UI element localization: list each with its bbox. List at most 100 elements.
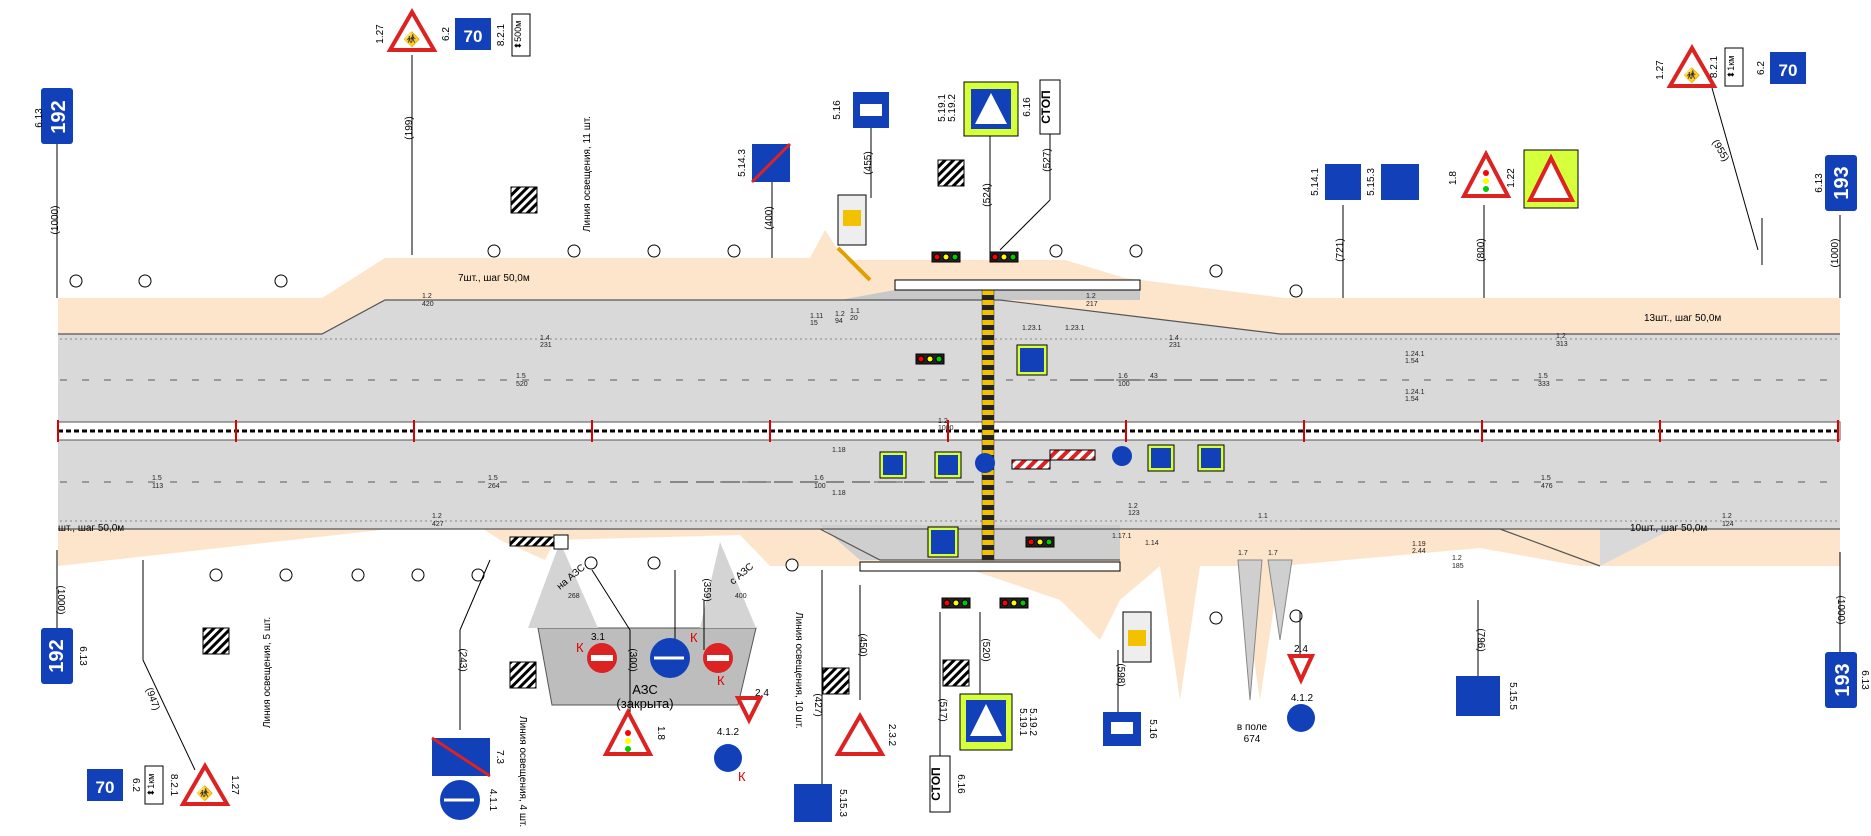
svg-text:6.13: 6.13 <box>1859 670 1870 690</box>
children-warning-sign-bottom-left: 🚸 1.27 <box>179 762 240 806</box>
svg-text:1.5: 1.5 <box>488 475 498 482</box>
svg-text:(300): (300) <box>627 648 638 671</box>
svg-text:1.1: 1.1 <box>850 308 860 315</box>
svg-text:1.23.1: 1.23.1 <box>1065 325 1085 332</box>
speed-70-sign-top-right: 70 6.2 <box>1756 52 1806 84</box>
svg-text:СТОП: СТОП <box>929 767 943 800</box>
svg-text:(450): (450) <box>857 633 868 656</box>
svg-text:(400): (400) <box>764 206 775 229</box>
svg-text:6.13: 6.13 <box>1814 173 1825 193</box>
svg-text:100: 100 <box>1118 381 1130 388</box>
svg-text:(800): (800) <box>1476 238 1487 261</box>
svg-text:1.27: 1.27 <box>1655 60 1666 80</box>
svg-text:476: 476 <box>1541 483 1553 490</box>
svg-text:5.19.2: 5.19.2 <box>947 94 958 122</box>
no-entry-sign-31-left: 3.1 К <box>576 632 617 673</box>
svg-text:(199): (199) <box>404 116 415 139</box>
svg-text:13шт., шаг 50,0м: 13шт., шаг 50,0м <box>1644 313 1721 324</box>
no-fuel-sign-73: 7.3 <box>431 736 505 778</box>
svg-text:193: 193 <box>1831 166 1853 199</box>
lighting-poles <box>69 244 1303 625</box>
svg-text:1.5: 1.5 <box>516 373 526 380</box>
svg-text:(796): (796) <box>1475 628 1486 651</box>
svg-text:1.2: 1.2 <box>1556 333 1566 340</box>
svg-text:1.27: 1.27 <box>229 775 240 795</box>
svg-text:5.16: 5.16 <box>832 100 843 120</box>
svg-text:1.2: 1.2 <box>1128 503 1138 510</box>
svg-text:1.24.1: 1.24.1 <box>1405 351 1425 358</box>
svg-text:100: 100 <box>814 483 826 490</box>
svg-text:1.1: 1.1 <box>1258 513 1268 520</box>
svg-text:6.16: 6.16 <box>1022 97 1033 117</box>
bus-shelter-top <box>836 194 872 282</box>
svg-text:1.2: 1.2 <box>1452 555 1462 562</box>
km-sign-192-top: 192 6.13 <box>34 88 73 144</box>
yield-sign-24-left: 2.4 <box>734 688 769 725</box>
svg-text:6.16: 6.16 <box>955 774 966 794</box>
svg-text:1.27: 1.27 <box>375 24 386 44</box>
svg-text:3.1: 3.1 <box>591 632 605 643</box>
dead-end-sign-232: 2.3.2 <box>834 712 897 756</box>
svg-text:в поле: в поле <box>1237 722 1268 733</box>
svg-text:123: 123 <box>1128 510 1140 517</box>
svg-text:(520): (520) <box>980 638 991 661</box>
svg-text:СТОП: СТОП <box>1039 90 1053 123</box>
bus-stop-sign-516-top: 5.16 <box>832 92 889 128</box>
svg-text:с АЗС: с АЗС <box>728 561 756 587</box>
svg-text:7шт., шаг 50,0м: 7шт., шаг 50,0м <box>458 273 530 284</box>
children-warning-sign-top-right: 🚸 1.27 <box>1655 44 1718 88</box>
yield-sign-24-right: 2.4 <box>1286 644 1316 685</box>
svg-text:К: К <box>576 640 584 655</box>
lane-markings <box>60 338 1840 522</box>
svg-text:20: 20 <box>850 315 858 322</box>
svg-text:15: 15 <box>810 320 818 327</box>
bus-stop-sign-516-bottom: 5.16 <box>1103 712 1158 746</box>
svg-text:5.15.5: 5.15.5 <box>1507 682 1518 710</box>
svg-text:70: 70 <box>1779 61 1798 80</box>
crossing-sign-5191-bottom: 5.19.1 5.19.2 <box>959 693 1038 751</box>
svg-text:шт., шаг 50,0м: шт., шаг 50,0м <box>58 523 124 534</box>
svg-text:6.13: 6.13 <box>77 646 88 666</box>
gas-station-barrier <box>553 534 569 550</box>
svg-text:193: 193 <box>1832 663 1854 696</box>
svg-text:Линия освещения, 5 шт.: Линия освещения, 5 шт. <box>262 617 273 728</box>
svg-text:1.54: 1.54 <box>1405 396 1419 403</box>
svg-text:6.2: 6.2 <box>1756 61 1767 75</box>
svg-text:333: 333 <box>1538 381 1550 388</box>
svg-text:268: 268 <box>568 593 580 600</box>
svg-text:1.24.1: 1.24.1 <box>1405 389 1425 396</box>
crossing-sign-5191-top: 5.19.1 5.19.2 <box>937 81 1019 137</box>
svg-text:1.2: 1.2 <box>1086 293 1096 300</box>
svg-text:6.2: 6.2 <box>441 27 452 41</box>
svg-text:Линия освещения, 11 шт.: Линия освещения, 11 шт. <box>582 116 593 232</box>
svg-text:1.7: 1.7 <box>1238 550 1248 557</box>
median-barrier <box>57 420 1841 442</box>
svg-text:5.15.3: 5.15.3 <box>1366 168 1377 196</box>
svg-text:(527): (527) <box>1042 148 1053 171</box>
km-sign-193-top: 193 6.13 <box>1814 155 1857 211</box>
svg-text:124: 124 <box>1722 521 1734 528</box>
lanes-sign-5153-bottom: 5.15.3 <box>794 784 848 822</box>
svg-text:1.8: 1.8 <box>655 726 666 740</box>
svg-text:1.54: 1.54 <box>1405 358 1419 365</box>
svg-text:5.15.3: 5.15.3 <box>837 789 848 817</box>
svg-text:1.22: 1.22 <box>1506 168 1517 188</box>
svg-text:1.4: 1.4 <box>540 335 550 342</box>
svg-text:427: 427 <box>432 521 444 528</box>
svg-text:1.23.1: 1.23.1 <box>1022 325 1042 332</box>
svg-text:5.19.2: 5.19.2 <box>1027 708 1038 736</box>
svg-text:217: 217 <box>1086 301 1098 308</box>
svg-text:(закрыта): (закрыта) <box>616 696 673 711</box>
svg-text:1.2: 1.2 <box>835 311 845 318</box>
svg-text:2.4: 2.4 <box>1294 644 1308 655</box>
svg-text:К: К <box>738 769 746 784</box>
svg-text:(517): (517) <box>937 698 948 721</box>
svg-text:5.14.1: 5.14.1 <box>1310 168 1321 196</box>
svg-text:1.7: 1.7 <box>1268 550 1278 557</box>
speed-70-sign-bottom-left: 70 6.2 <box>87 769 141 801</box>
svg-text:8.2.1: 8.2.1 <box>496 23 507 46</box>
svg-text:🚸: 🚸 <box>196 785 213 802</box>
svg-text:1.17.1: 1.17.1 <box>1112 533 1132 540</box>
svg-text:8.2.1: 8.2.1 <box>1709 55 1720 78</box>
